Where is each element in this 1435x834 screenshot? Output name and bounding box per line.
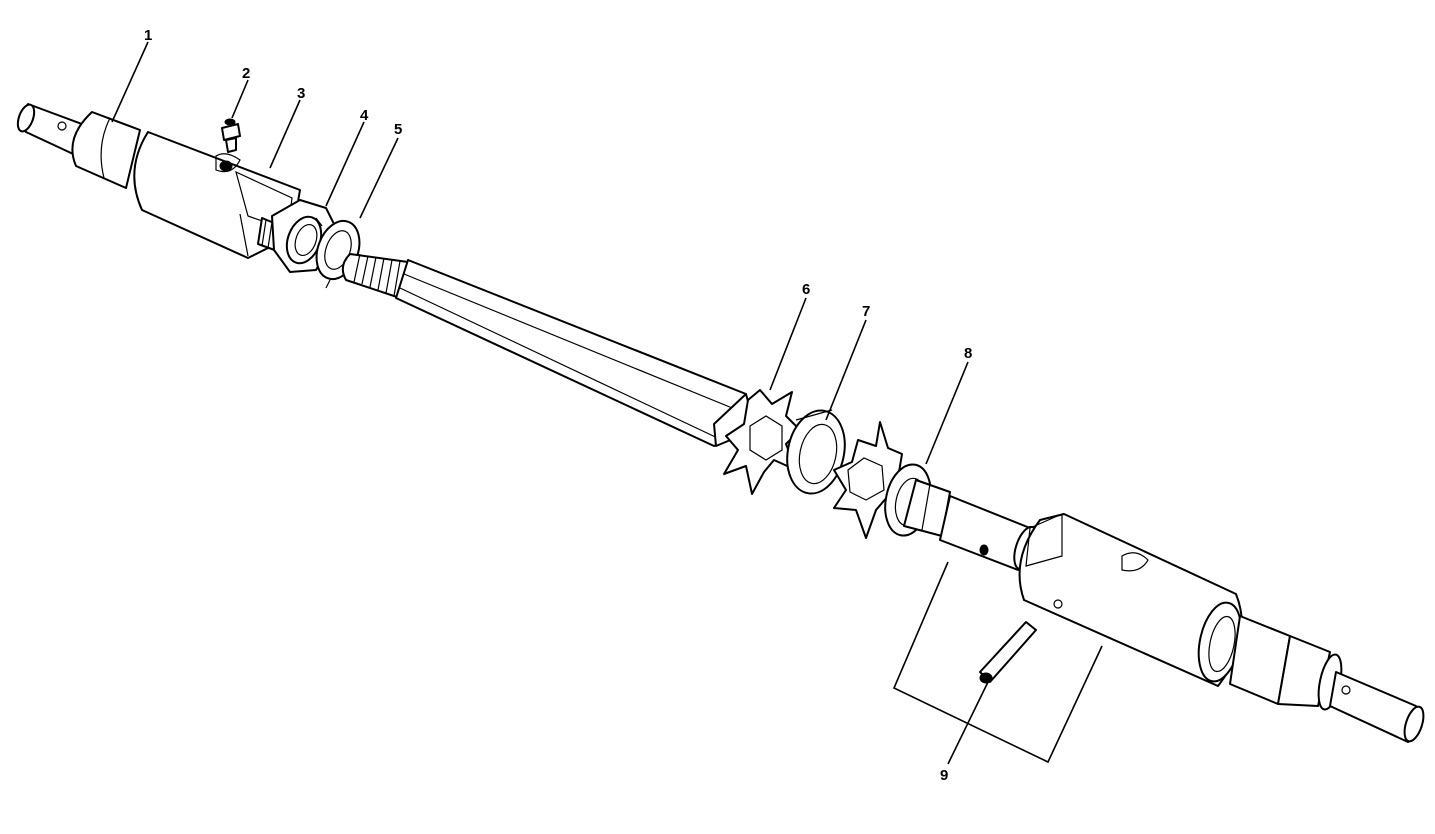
leader-lines	[111, 41, 1103, 765]
leader-7	[825, 319, 867, 421]
right-yoke-assembly	[903, 479, 1425, 743]
left-yoke-assembly	[16, 103, 301, 259]
callout-4: 4	[360, 107, 369, 124]
roll-pin	[979, 621, 1037, 684]
callout-2: 2	[242, 65, 250, 82]
star-washer-left	[723, 389, 801, 495]
leader-2	[231, 79, 249, 119]
callout-6: 6	[802, 281, 810, 298]
leader-4	[325, 121, 365, 207]
set-screw	[221, 118, 241, 153]
spacer-ring	[786, 409, 846, 495]
leader-5	[359, 137, 399, 219]
hex-shaft	[341, 253, 753, 447]
star-washer-right	[833, 421, 913, 539]
leader-9-bracket	[892, 561, 1103, 764]
leader-8	[925, 361, 969, 465]
leader-1	[111, 41, 149, 123]
leader-3	[269, 99, 301, 169]
callout-labels: 1 2 3 4 5 6 7 8 9	[144, 27, 972, 784]
callout-3: 3	[297, 85, 305, 102]
callout-8: 8	[964, 345, 972, 362]
callout-1: 1	[144, 27, 152, 44]
callout-7: 7	[862, 303, 870, 320]
callout-9: 9	[940, 767, 948, 784]
leader-6	[769, 297, 807, 391]
callout-5: 5	[394, 121, 402, 138]
leader-9	[947, 681, 989, 765]
